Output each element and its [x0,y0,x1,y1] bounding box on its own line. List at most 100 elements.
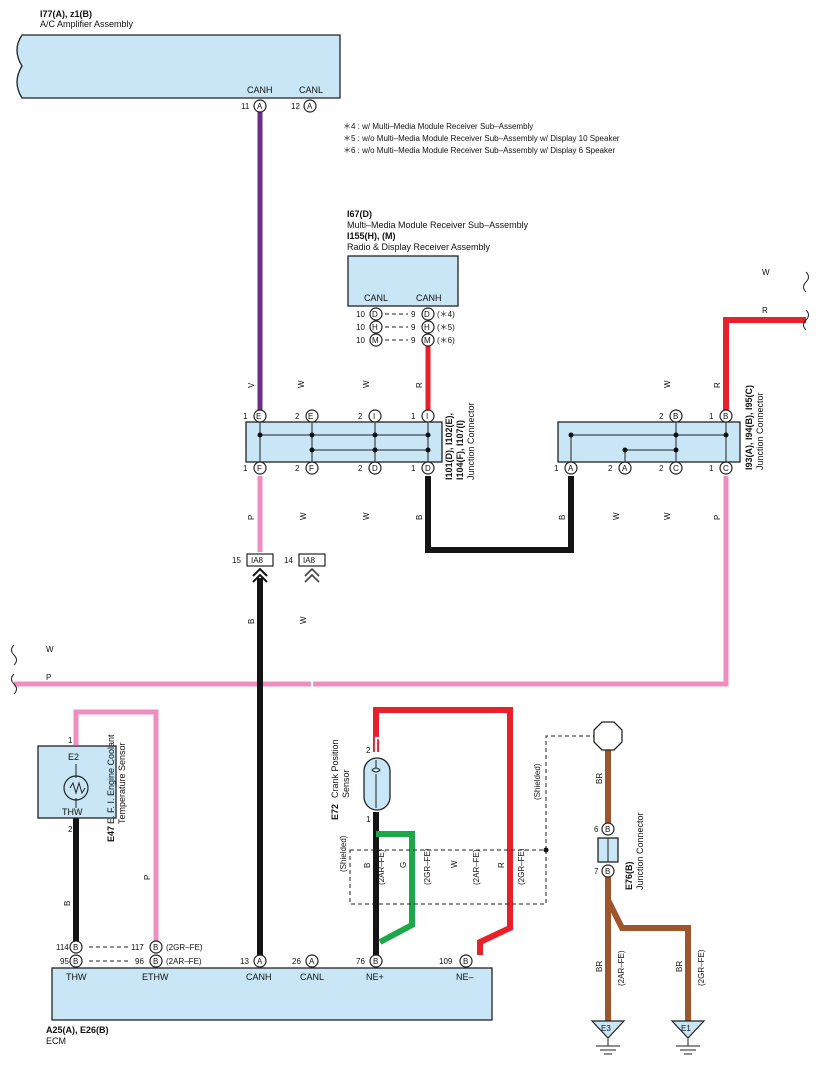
break-left-1 [11,644,17,666]
svg-text:B: B [605,825,610,834]
svg-text:2: 2 [366,746,371,755]
receiver-box [347,255,459,307]
svg-text:B: B [463,957,468,966]
wire-red-crank [373,707,513,955]
svg-text:2: 2 [358,464,363,473]
svg-text:R: R [713,382,722,388]
receiver-name2: Radio & Display Receiver Assembly [347,242,491,252]
svg-text:C: C [673,464,679,473]
svg-text:2: 2 [68,825,73,834]
svg-text:V: V [247,382,256,388]
svg-text:9: 9 [411,336,416,345]
svg-text:2: 2 [295,464,300,473]
receiver-canl: CANL [364,293,388,303]
svg-text:IA8: IA8 [303,556,316,565]
svg-text:NE+: NE+ [366,972,384,982]
ac-amp-pin-a1 [253,99,267,113]
svg-text:E3: E3 [601,1024,611,1033]
receiver-pin-row-d: 10 D 9 D (＊4) [356,307,455,321]
svg-text:(2AR–FE): (2AR–FE) [472,849,481,885]
ground-e3: E3 [590,1020,626,1055]
svg-text:1: 1 [709,412,714,421]
junction-connector-left: 1 E 2 E 2 I 1 I 1 F 2 F 2 D 1 D I101(D),… [243,402,476,480]
svg-text:F: F [257,464,262,473]
svg-text:(2GR–FE): (2GR–FE) [517,848,526,885]
svg-text:D: D [372,310,378,319]
svg-text:D: D [372,464,378,473]
svg-text:1: 1 [709,464,714,473]
jc-right-label2: Junction Connector [755,392,765,470]
ac-amp-code: I77(A), z1(B) [40,9,92,19]
wire-green-crank [376,831,415,945]
note-6: ＊6 : w/o Multi–Media Module Receiver Sub… [343,146,615,155]
receiver-code1: I67(D) [347,209,372,219]
svg-text:BR: BR [675,961,684,972]
break-right-1 [803,271,809,293]
ecm: 114 B 117 B (2GR–FE) 95 B 96 B (2AR–FE) … [46,940,493,1046]
e76-code: E76(B) [624,861,634,890]
svg-text:IA8: IA8 [251,556,264,565]
svg-text:R: R [762,306,768,315]
svg-text:(2GR–FE): (2GR–FE) [423,848,432,885]
notes: ＊4 : w/ Multi–Media Module Receiver Sub–… [343,122,620,155]
ac-amp-pin12: 12 [291,102,300,111]
coil-icon [371,760,381,808]
ect-sensor: 1 E2 THW 2 E47 E. F. I. Engine Coolant T… [37,734,152,906]
svg-text:B: B [373,957,378,966]
svg-text:10: 10 [356,336,365,345]
svg-text:E: E [308,412,313,421]
svg-text:(＊5): (＊5) [437,323,455,332]
svg-text:B: B [558,515,567,520]
svg-text:2: 2 [659,464,664,473]
svg-text:E1: E1 [681,1024,691,1033]
crank-box [363,757,391,811]
svg-text:95: 95 [60,957,69,966]
ac-amp-canh: CANH [247,85,273,95]
svg-text:7: 7 [594,867,599,876]
svg-text:2: 2 [608,464,613,473]
svg-text:B: B [247,619,256,624]
svg-text:C: C [723,464,729,473]
receiver-canh: CANH [416,293,442,303]
crank-code: E72 [330,804,340,820]
wire-pink-ethw [73,709,159,942]
svg-text:W: W [450,860,459,868]
thermistor-icon [69,781,86,795]
svg-text:1: 1 [243,464,248,473]
svg-text:THW: THW [66,972,87,982]
splice-octagon [593,721,623,751]
jc-left-box [245,421,443,463]
svg-text:W: W [299,616,308,624]
note-5: ＊5 : w/o Multi–Media Module Receiver Sub… [343,134,620,143]
svg-text:1: 1 [411,412,416,421]
svg-text:NE–: NE– [456,972,474,982]
shield-box [349,849,547,905]
svg-text:A: A [309,957,315,966]
svg-text:B: B [153,943,158,952]
ac-amp-pin-a2 [303,99,317,113]
svg-text:B: B [673,412,678,421]
svg-text:10: 10 [356,323,365,332]
ac-amp-pin11: 11 [241,102,250,111]
svg-text:114: 114 [56,943,69,952]
svg-text:B: B [153,957,158,966]
svg-text:P: P [143,875,152,880]
svg-text:1: 1 [243,412,248,421]
svg-text:117: 117 [131,943,144,952]
wire-black-bridge [425,476,574,553]
svg-text:(2AR–FE): (2AR–FE) [377,849,386,885]
svg-text:76: 76 [356,957,365,966]
svg-text:1: 1 [366,815,371,824]
svg-text:10: 10 [356,310,365,319]
svg-text:W: W [299,512,308,520]
jc-left-label1: I101(D), I102(E), [444,413,454,480]
ground-e1: E1 [670,1020,706,1055]
svg-text:6: 6 [594,825,599,834]
svg-text:CANL: CANL [300,972,324,982]
e76-name: Junction Connector [635,812,645,890]
svg-text:ETHW: ETHW [142,972,169,982]
svg-text:M: M [424,336,431,345]
svg-text:(2GR–FE): (2GR–FE) [697,949,706,986]
ground-e1-icon [670,1020,706,1039]
